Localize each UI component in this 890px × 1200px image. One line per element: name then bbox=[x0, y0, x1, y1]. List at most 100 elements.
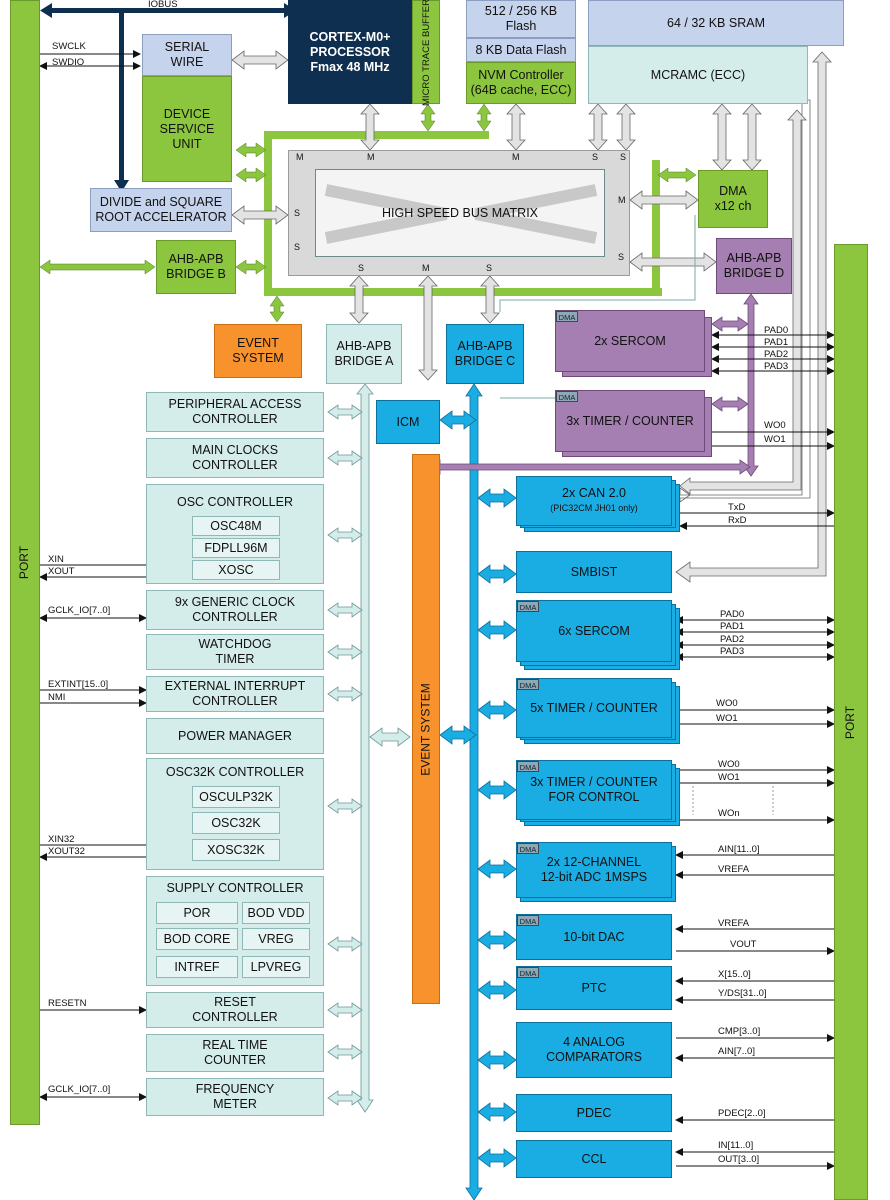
xosc32k: XOSC32K bbox=[192, 839, 280, 861]
ac-cmp: CMP[3..0] bbox=[718, 1026, 761, 1037]
mclk-line1: MAIN CLOCKS bbox=[191, 443, 279, 457]
port-right: PORT bbox=[834, 244, 868, 1200]
sercom-d: 2x SERCOM bbox=[555, 310, 705, 372]
mtb-label: MICRO TRACE BUFFER bbox=[420, 0, 432, 106]
wdt-line2: TIMER bbox=[215, 652, 255, 666]
main-clocks-controller: MAIN CLOCKS CONTROLLER bbox=[146, 438, 324, 478]
ahb-apb-bridge-b: AHB-APB BRIDGE B bbox=[156, 240, 236, 294]
freqm-line1: FREQUENCY bbox=[195, 1082, 275, 1096]
real-time-counter: REAL TIME COUNTER bbox=[146, 1034, 324, 1072]
tcc: 3x TIMER / COUNTER FOR CONTROL bbox=[516, 760, 672, 820]
bridge-c-line2: BRIDGE C bbox=[454, 354, 516, 368]
pac-line1: PERIPHERAL ACCESS bbox=[168, 397, 302, 411]
dsu-line1: DEVICE bbox=[163, 106, 211, 121]
can-line2: (PIC32CM JH01 only) bbox=[550, 503, 638, 513]
dma-line1: DMA bbox=[719, 184, 747, 198]
bod-core-label: BOD CORE bbox=[163, 931, 231, 946]
d-sercom-pad2: PAD2 bbox=[764, 349, 789, 360]
ccl: CCL bbox=[516, 1140, 672, 1178]
nvm-controller: NVM Controller (64B cache, ECC) bbox=[466, 62, 576, 104]
rstc-line1: RESET bbox=[214, 995, 256, 1009]
ptc: PTC bbox=[516, 966, 672, 1010]
tcc-line2: FOR CONTROL bbox=[548, 790, 640, 804]
port-right-label: PORT bbox=[843, 705, 858, 739]
bridge-d-line2: BRIDGE D bbox=[723, 266, 785, 280]
serial-wire-line2: WIRE bbox=[170, 55, 204, 69]
dsu-line2: SERVICE bbox=[159, 121, 215, 136]
tcc-wo1: WO1 bbox=[718, 772, 740, 783]
tc-c-label: 5x TIMER / COUNTER bbox=[530, 700, 658, 715]
apb-a-bus bbox=[327, 383, 411, 1113]
signal-resetn: RESETN bbox=[48, 998, 87, 1009]
pdec: PDEC bbox=[516, 1094, 672, 1132]
bridge-c-line1: AHB-APB bbox=[457, 339, 513, 353]
mclk-line2: CONTROLLER bbox=[192, 458, 278, 472]
cortex-m0-processor: CORTEX-M0+ PROCESSOR Fmax 48 MHz bbox=[288, 0, 412, 104]
rtc-line2: COUNTER bbox=[204, 1053, 266, 1067]
signal-swdio: SWDIO bbox=[52, 57, 85, 68]
serial-wire-line1: SERIAL bbox=[164, 40, 210, 54]
c-sercom-pad3: PAD3 bbox=[720, 646, 745, 657]
flash-line1: 512 / 256 KB bbox=[484, 4, 558, 18]
matrix-port-s: S bbox=[294, 242, 301, 252]
apb-d-bus bbox=[429, 293, 759, 477]
divas-line1: DIVIDE and SQUARE bbox=[99, 195, 223, 209]
intref: INTREF bbox=[156, 956, 238, 978]
adc-line1: 2x 12-CHANNEL bbox=[546, 855, 642, 869]
lpvreg: LPVREG bbox=[242, 956, 310, 978]
d-tc-wo1: WO1 bbox=[764, 434, 786, 445]
iobus-label: IOBUS bbox=[148, 0, 178, 10]
signal-swclk: SWCLK bbox=[52, 41, 86, 52]
osc32k-title: OSC32K CONTROLLER bbox=[165, 765, 305, 779]
pdec-label: PDEC bbox=[576, 1105, 612, 1120]
signal-lines bbox=[39, 50, 835, 1170]
pm-label: POWER MANAGER bbox=[178, 728, 292, 743]
reset-controller: RESET CONTROLLER bbox=[146, 992, 324, 1028]
c-tc-wo1: WO1 bbox=[716, 713, 738, 724]
signal-xout32: XOUT32 bbox=[48, 846, 85, 857]
dma-badge: DMA bbox=[517, 843, 539, 854]
tc-c: 5x TIMER / COUNTER bbox=[516, 678, 672, 738]
dma-badge: DMA bbox=[556, 391, 578, 402]
osc48m: OSC48M bbox=[192, 516, 280, 536]
bridge-d-line1: AHB-APB bbox=[726, 251, 782, 265]
matrix-port-s: S bbox=[592, 152, 599, 162]
adc: 2x 12-CHANNEL 12-bit ADC 1MSPS bbox=[516, 842, 672, 898]
pdec-signal: PDEC[2..0] bbox=[718, 1108, 766, 1119]
c-sercom-pad2: PAD2 bbox=[720, 634, 745, 645]
dac-label: 10-bit DAC bbox=[563, 929, 625, 944]
matrix-port-s: S bbox=[620, 152, 627, 162]
signal-rxd: RxD bbox=[728, 515, 747, 526]
bod-core: BOD CORE bbox=[156, 928, 238, 950]
high-speed-bus-matrix: HIGH SPEED BUS MATRIX bbox=[288, 150, 630, 276]
gclk-line2: CONTROLLER bbox=[192, 610, 278, 624]
sercom-d-label: 2x SERCOM bbox=[594, 333, 666, 348]
analog-comparators: 4 ANALOG COMPARATORS bbox=[516, 1022, 672, 1078]
ccl-in: IN[11..0] bbox=[718, 1140, 754, 1151]
dma-controller: DMA x12 ch bbox=[698, 170, 768, 228]
data-flash: 8 KB Data Flash bbox=[466, 38, 576, 62]
sram: 64 / 32 KB SRAM bbox=[588, 0, 844, 46]
device-service-unit: DEVICE SERVICE UNIT bbox=[142, 76, 232, 182]
frequency-meter: FREQUENCY METER bbox=[146, 1078, 324, 1116]
freqm-line2: METER bbox=[213, 1097, 257, 1111]
dma-badge: DMA bbox=[517, 601, 539, 612]
xosc32k-label: XOSC32K bbox=[207, 842, 265, 857]
matrix-port-s: S bbox=[294, 208, 301, 218]
bod-vdd-label: BOD VDD bbox=[247, 905, 305, 920]
dotted-separators bbox=[692, 786, 774, 815]
d-tc-wo0: WO0 bbox=[764, 420, 786, 431]
ac-ain: AIN[7..0] bbox=[718, 1046, 755, 1057]
micro-trace-buffer: MICRO TRACE BUFFER bbox=[412, 0, 440, 106]
divide-square-root-accelerator: DIVIDE and SQUARE ROOT ACCELERATOR bbox=[90, 188, 232, 232]
dma-badge: DMA bbox=[556, 311, 578, 322]
matrix-port-s: S bbox=[618, 252, 625, 262]
bridge-a-line1: AHB-APB bbox=[336, 339, 392, 353]
nvm-line1: NVM Controller bbox=[478, 68, 564, 82]
mcramc-label: MCRAMC (ECC) bbox=[650, 67, 746, 82]
peripheral-access-controller: PERIPHERAL ACCESS CONTROLLER bbox=[146, 392, 324, 432]
signal-txd: TxD bbox=[728, 502, 746, 513]
adc-vrefa: VREFA bbox=[718, 864, 750, 875]
bridge-b-line1: AHB-APB bbox=[168, 252, 224, 266]
smbist-label: SMBIST bbox=[570, 564, 618, 579]
